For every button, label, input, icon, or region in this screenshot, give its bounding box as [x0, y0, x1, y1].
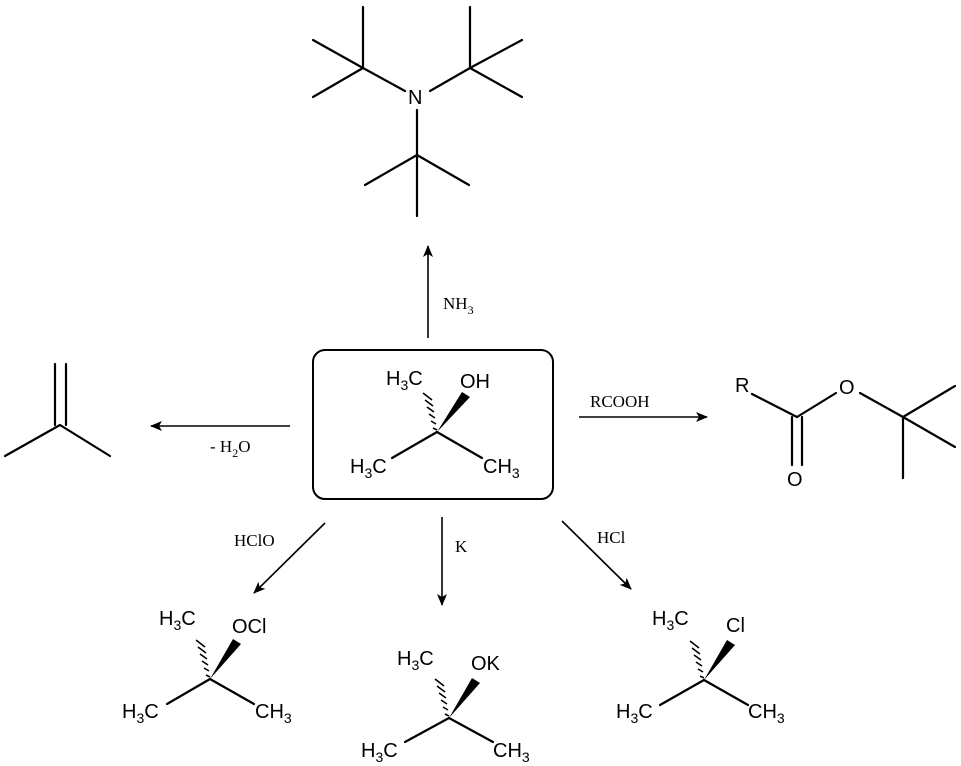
svg-text:CH3: CH3 — [255, 701, 292, 726]
tri-tert-butylamine-product: N — [311, 5, 524, 218]
hashed-bond — [422, 392, 438, 431]
reactant-box — [312, 349, 554, 500]
center-ch3-left: H3C — [350, 456, 387, 481]
svg-text:CH3: CH3 — [493, 740, 530, 765]
svg-text:H3C: H3C — [159, 608, 196, 633]
svg-text:CH3: CH3 — [748, 701, 785, 726]
svg-text:H3C: H3C — [616, 701, 653, 726]
ester-r: R — [735, 375, 749, 397]
ester-o-ring: O — [839, 377, 855, 399]
center-ch3-top: H3C — [386, 368, 423, 393]
svg-text:H3C: H3C — [652, 608, 689, 633]
wedge-bond — [437, 392, 470, 432]
bond-right — [435, 430, 484, 460]
hashed-bond — [434, 678, 450, 717]
tert-butanol-reactant: H3C OH H3C CH3 — [312, 349, 554, 500]
reagent-nh3: NH3 — [443, 294, 474, 317]
amine-n: N — [408, 87, 422, 109]
svg-text:H3C: H3C — [361, 740, 398, 765]
alkoxide-ok: OK — [471, 653, 501, 675]
reagent-hcl: HCl — [597, 528, 626, 547]
center-ch3-right: CH3 — [483, 456, 520, 481]
svg-text:H3C: H3C — [122, 701, 159, 726]
reagent-rcooh: RCOOH — [590, 392, 650, 411]
tert-butyl-chloride-product: H3C Cl H3C CH3 — [616, 608, 785, 726]
potassium-tert-butoxide-product: H3C OK H3C CH3 — [361, 648, 530, 765]
isobutylene-product — [3, 362, 112, 458]
chloride-cl: Cl — [726, 615, 745, 637]
hashed-bond — [195, 639, 211, 678]
bond-left — [390, 430, 439, 460]
reagent-k: K — [455, 537, 468, 556]
tert-butyl-hypochlorite-product: H3C OCl H3C CH3 — [122, 608, 292, 726]
reagent-hclo: HClO — [234, 531, 275, 550]
tert-butyl-ester-product: R O O — [735, 375, 957, 491]
svg-text:H3C: H3C — [397, 648, 434, 673]
center-oh: OH — [460, 371, 490, 393]
ester-o-carbonyl: O — [787, 469, 803, 491]
arrow-down-right — [561, 520, 632, 590]
arrow-down-left — [253, 522, 326, 594]
hashed-bond — [689, 640, 705, 679]
reagent-minus-h2o: - H2O — [210, 437, 250, 460]
hypochlorite-ocl: OCl — [232, 616, 266, 638]
